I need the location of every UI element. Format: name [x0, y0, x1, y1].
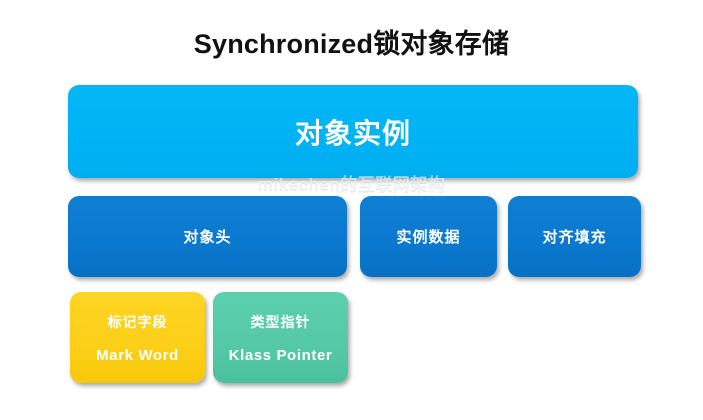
node-label: 实例数据	[396, 229, 461, 246]
diagram-node-object-header: 对象头	[68, 196, 347, 277]
node-label: 对象头	[183, 229, 232, 246]
node-label-cn: 类型指针	[250, 313, 311, 330]
node-label-cn: 标记字段	[107, 313, 168, 330]
diagram-node-mark-word: 标记字段 Mark Word	[70, 292, 205, 383]
node-label: 对齐填充	[542, 229, 607, 246]
diagram-node-instance-data: 实例数据	[360, 196, 497, 277]
diagram-node-klass-pointer: 类型指针 Klass Pointer	[213, 292, 348, 383]
page-title: Synchronized锁对象存储	[193, 29, 510, 59]
node-label-en: Klass Pointer	[228, 346, 333, 364]
node-label-en: Mark Word	[96, 346, 179, 364]
diagram-node-alignment-padding: 对齐填充	[508, 196, 641, 277]
node-label: 对象实例	[294, 117, 411, 149]
diagram-node-object-instance: 对象实例	[68, 85, 638, 178]
